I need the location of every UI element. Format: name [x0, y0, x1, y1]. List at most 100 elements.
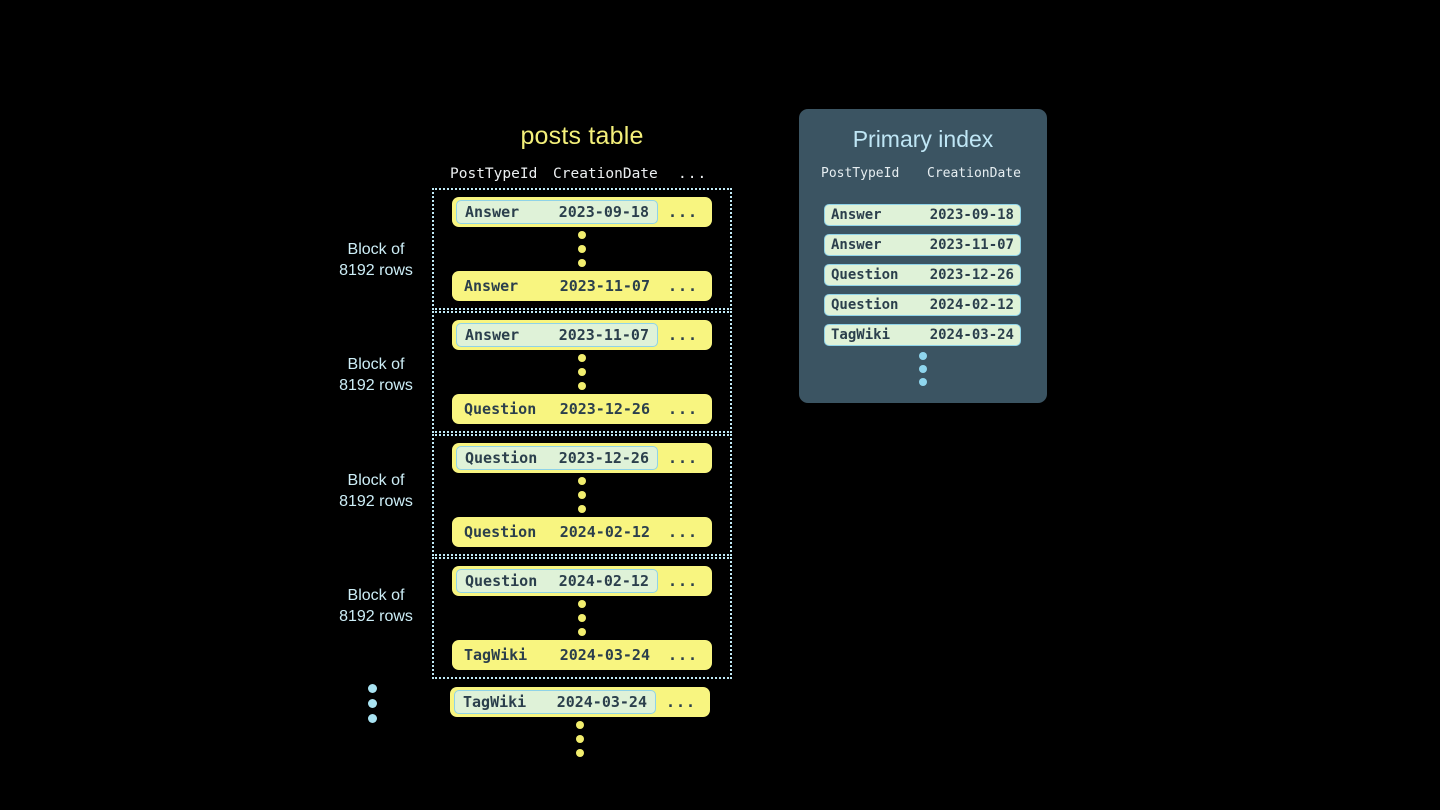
index-cell-posttypeid: Question: [831, 297, 899, 313]
block-label-3-line1: Block of: [347, 472, 405, 489]
block-label-1-line1: Block of: [347, 241, 405, 258]
table-row[interactable]: Question 2024-02-12 ...: [452, 566, 712, 596]
block-label-3: Block of 8192 rows: [311, 470, 441, 512]
row-highlight-box: Answer 2023-11-07: [456, 323, 658, 347]
cell-creationdate: 2024-03-24: [556, 693, 647, 711]
dot: [919, 365, 927, 373]
dot: [578, 245, 586, 253]
dot: [578, 477, 586, 485]
cell-ellipsis: ...: [666, 693, 697, 711]
rows-omitted-dots: [452, 473, 712, 517]
posts-table-body: Answer 2023-09-18 ... Answer 2023-11-07 …: [432, 188, 732, 761]
dot: [578, 259, 586, 267]
table-row[interactable]: Question 2024-02-12 ...: [452, 517, 712, 547]
index-cell-posttypeid: TagWiki: [831, 327, 891, 343]
cell-ellipsis: ...: [668, 646, 699, 664]
dot: [578, 354, 586, 362]
table-block-3: Question 2023-12-26 ... Question 2024-02…: [432, 434, 732, 556]
index-cell-creationdate: 2024-03-24: [929, 327, 1014, 343]
primary-index-title: Primary index: [852, 126, 994, 152]
index-entry-row[interactable]: Question 2023-12-26: [824, 264, 1021, 286]
cell-posttypeid: Question: [465, 449, 538, 467]
index-entry-row[interactable]: TagWiki 2024-03-24: [824, 324, 1021, 346]
index-cell-posttypeid: Answer: [831, 237, 882, 253]
block-label-4-line1: Block of: [347, 587, 405, 604]
cell-ellipsis: ...: [668, 523, 699, 541]
row-cells: TagWiki 2024-03-24: [456, 643, 658, 667]
cell-posttypeid: Question: [464, 400, 537, 418]
row-cells: Question 2023-12-26: [456, 397, 658, 421]
cell-posttypeid: Answer: [464, 277, 519, 295]
cell-posttypeid: Question: [465, 572, 538, 590]
primary-index-panel: Primary index PostTypeId CreationDate An…: [799, 109, 1047, 403]
table-row[interactable]: Answer 2023-11-07 ...: [452, 320, 712, 350]
cell-ellipsis: ...: [668, 572, 699, 590]
cell-creationdate: 2023-11-07: [558, 326, 649, 344]
table-row[interactable]: Answer 2023-09-18 ...: [452, 197, 712, 227]
column-header-creationdate: CreationDate: [553, 166, 658, 182]
dot: [578, 600, 586, 608]
cell-posttypeid: Answer: [465, 203, 520, 221]
index-entry-row[interactable]: Answer 2023-11-07: [824, 234, 1021, 256]
cell-creationdate: 2024-02-12: [559, 523, 650, 541]
cell-creationdate: 2023-12-26: [558, 449, 649, 467]
column-header-ellipsis: ...: [678, 166, 708, 182]
dot: [578, 614, 586, 622]
cell-ellipsis: ...: [668, 449, 699, 467]
row-cells: Answer 2023-11-07: [456, 274, 658, 298]
dot: [368, 684, 377, 693]
table-row[interactable]: TagWiki 2024-03-24 ...: [450, 687, 710, 717]
dot: [919, 352, 927, 360]
table-block-1: Answer 2023-09-18 ... Answer 2023-11-07 …: [432, 188, 732, 310]
dot: [578, 368, 586, 376]
block-label-4-line2: 8192 rows: [339, 608, 413, 625]
block-label-3-line2: 8192 rows: [339, 493, 413, 510]
table-row[interactable]: Question 2023-12-26 ...: [452, 443, 712, 473]
index-entry-row[interactable]: Answer 2023-09-18: [824, 204, 1021, 226]
cell-ellipsis: ...: [668, 277, 699, 295]
block-label-2: Block of 8192 rows: [311, 354, 441, 396]
dot: [578, 505, 586, 513]
table-block-4: Question 2024-02-12 ... TagWiki 2024-03-…: [432, 557, 732, 679]
cell-creationdate: 2023-12-26: [559, 400, 650, 418]
row-highlight-box: Question 2023-12-26: [456, 446, 658, 470]
table-row[interactable]: Answer 2023-11-07 ...: [452, 271, 712, 301]
index-cell-creationdate: 2023-12-26: [929, 267, 1014, 283]
rows-omitted-dots: [452, 350, 712, 394]
cell-posttypeid: TagWiki: [463, 693, 527, 711]
cell-ellipsis: ...: [668, 203, 699, 221]
index-entry-row[interactable]: Question 2024-02-12: [824, 294, 1021, 316]
dot: [919, 378, 927, 386]
row-highlight-box: Answer 2023-09-18: [456, 200, 658, 224]
cell-creationdate: 2023-11-07: [559, 277, 650, 295]
table-row[interactable]: TagWiki 2024-03-24 ...: [452, 640, 712, 670]
posts-table-title: posts table: [520, 122, 644, 150]
table-block-2: Answer 2023-11-07 ... Question 2023-12-2…: [432, 311, 732, 433]
index-cell-creationdate: 2023-09-18: [929, 207, 1014, 223]
block-label-4: Block of 8192 rows: [311, 585, 441, 627]
cell-posttypeid: TagWiki: [464, 646, 528, 664]
column-header-posttypeid: PostTypeId: [450, 166, 538, 182]
index-column-header-posttypeid: PostTypeId: [821, 166, 900, 181]
block-label-1: Block of 8192 rows: [311, 239, 441, 281]
table-continuation-dots: [368, 684, 377, 723]
trailing-row-wrapper: TagWiki 2024-03-24 ...: [432, 680, 732, 761]
block-label-2-line2: 8192 rows: [339, 377, 413, 394]
row-highlight-box: TagWiki 2024-03-24: [454, 690, 656, 714]
dot: [576, 735, 584, 743]
dot: [368, 714, 377, 723]
cell-posttypeid: Question: [464, 523, 537, 541]
index-cell-creationdate: 2024-02-12: [929, 297, 1014, 313]
cell-ellipsis: ...: [668, 326, 699, 344]
rows-omitted-dots: [452, 227, 712, 271]
block-label-1-line2: 8192 rows: [339, 262, 413, 279]
posts-table-column-headers: PostTypeId CreationDate ...: [450, 166, 718, 186]
dot: [578, 382, 586, 390]
index-cell-posttypeid: Answer: [831, 207, 882, 223]
dot: [578, 628, 586, 636]
row-cells: Question 2024-02-12: [456, 520, 658, 544]
dot: [576, 749, 584, 757]
cell-creationdate: 2024-02-12: [558, 572, 649, 590]
table-row[interactable]: Question 2023-12-26 ...: [452, 394, 712, 424]
